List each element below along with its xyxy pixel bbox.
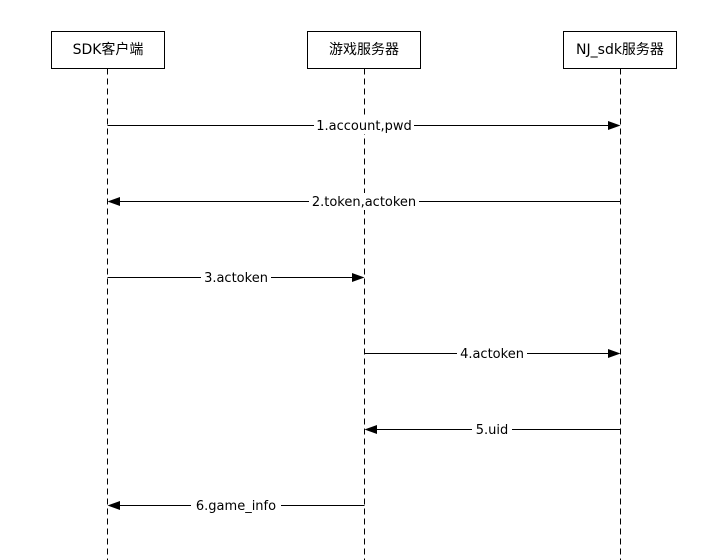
actor-label: SDK客户端 <box>73 41 144 58</box>
actor-label: NJ_sdk服务器 <box>576 42 664 58</box>
message-4: 4.actoken <box>364 345 621 362</box>
message-6: 6.game_info <box>107 497 365 514</box>
message-label: 2.token,actoken <box>312 195 416 210</box>
arrowhead-icon <box>107 197 120 206</box>
message-label-bg <box>314 117 414 134</box>
message-label-bg <box>201 269 271 286</box>
message-5: 5.uid <box>364 421 621 438</box>
message-label: 3.actoken <box>204 271 268 286</box>
actor-game-server: 游戏服务器 <box>307 31 421 560</box>
message-label-bg <box>309 193 419 210</box>
actor-box <box>563 31 677 69</box>
message-label: 1.account,pwd <box>316 119 411 134</box>
arrowhead-icon <box>352 273 365 282</box>
message-label: 5.uid <box>476 423 509 438</box>
message-label: 6.game_info <box>196 499 276 514</box>
message-label-bg <box>191 497 281 514</box>
arrowhead-icon <box>608 349 621 358</box>
message-3: 3.actoken <box>107 269 365 286</box>
actor-nj-sdk-server: NJ_sdk服务器 <box>563 31 677 560</box>
arrowhead-icon <box>364 425 377 434</box>
actor-label: 游戏服务器 <box>329 42 399 58</box>
message-label: 4.actoken <box>460 347 524 362</box>
message-label-bg <box>457 345 527 362</box>
message-label-bg <box>472 421 512 438</box>
arrowhead-icon <box>608 121 621 130</box>
actor-box <box>51 31 165 69</box>
message-1: 1.account,pwd <box>107 117 621 134</box>
actor-box <box>307 31 421 69</box>
actor-sdk-client: SDK客户端 <box>51 31 165 560</box>
arrowhead-icon <box>107 501 120 510</box>
message-2: 2.token,actoken <box>107 193 621 210</box>
